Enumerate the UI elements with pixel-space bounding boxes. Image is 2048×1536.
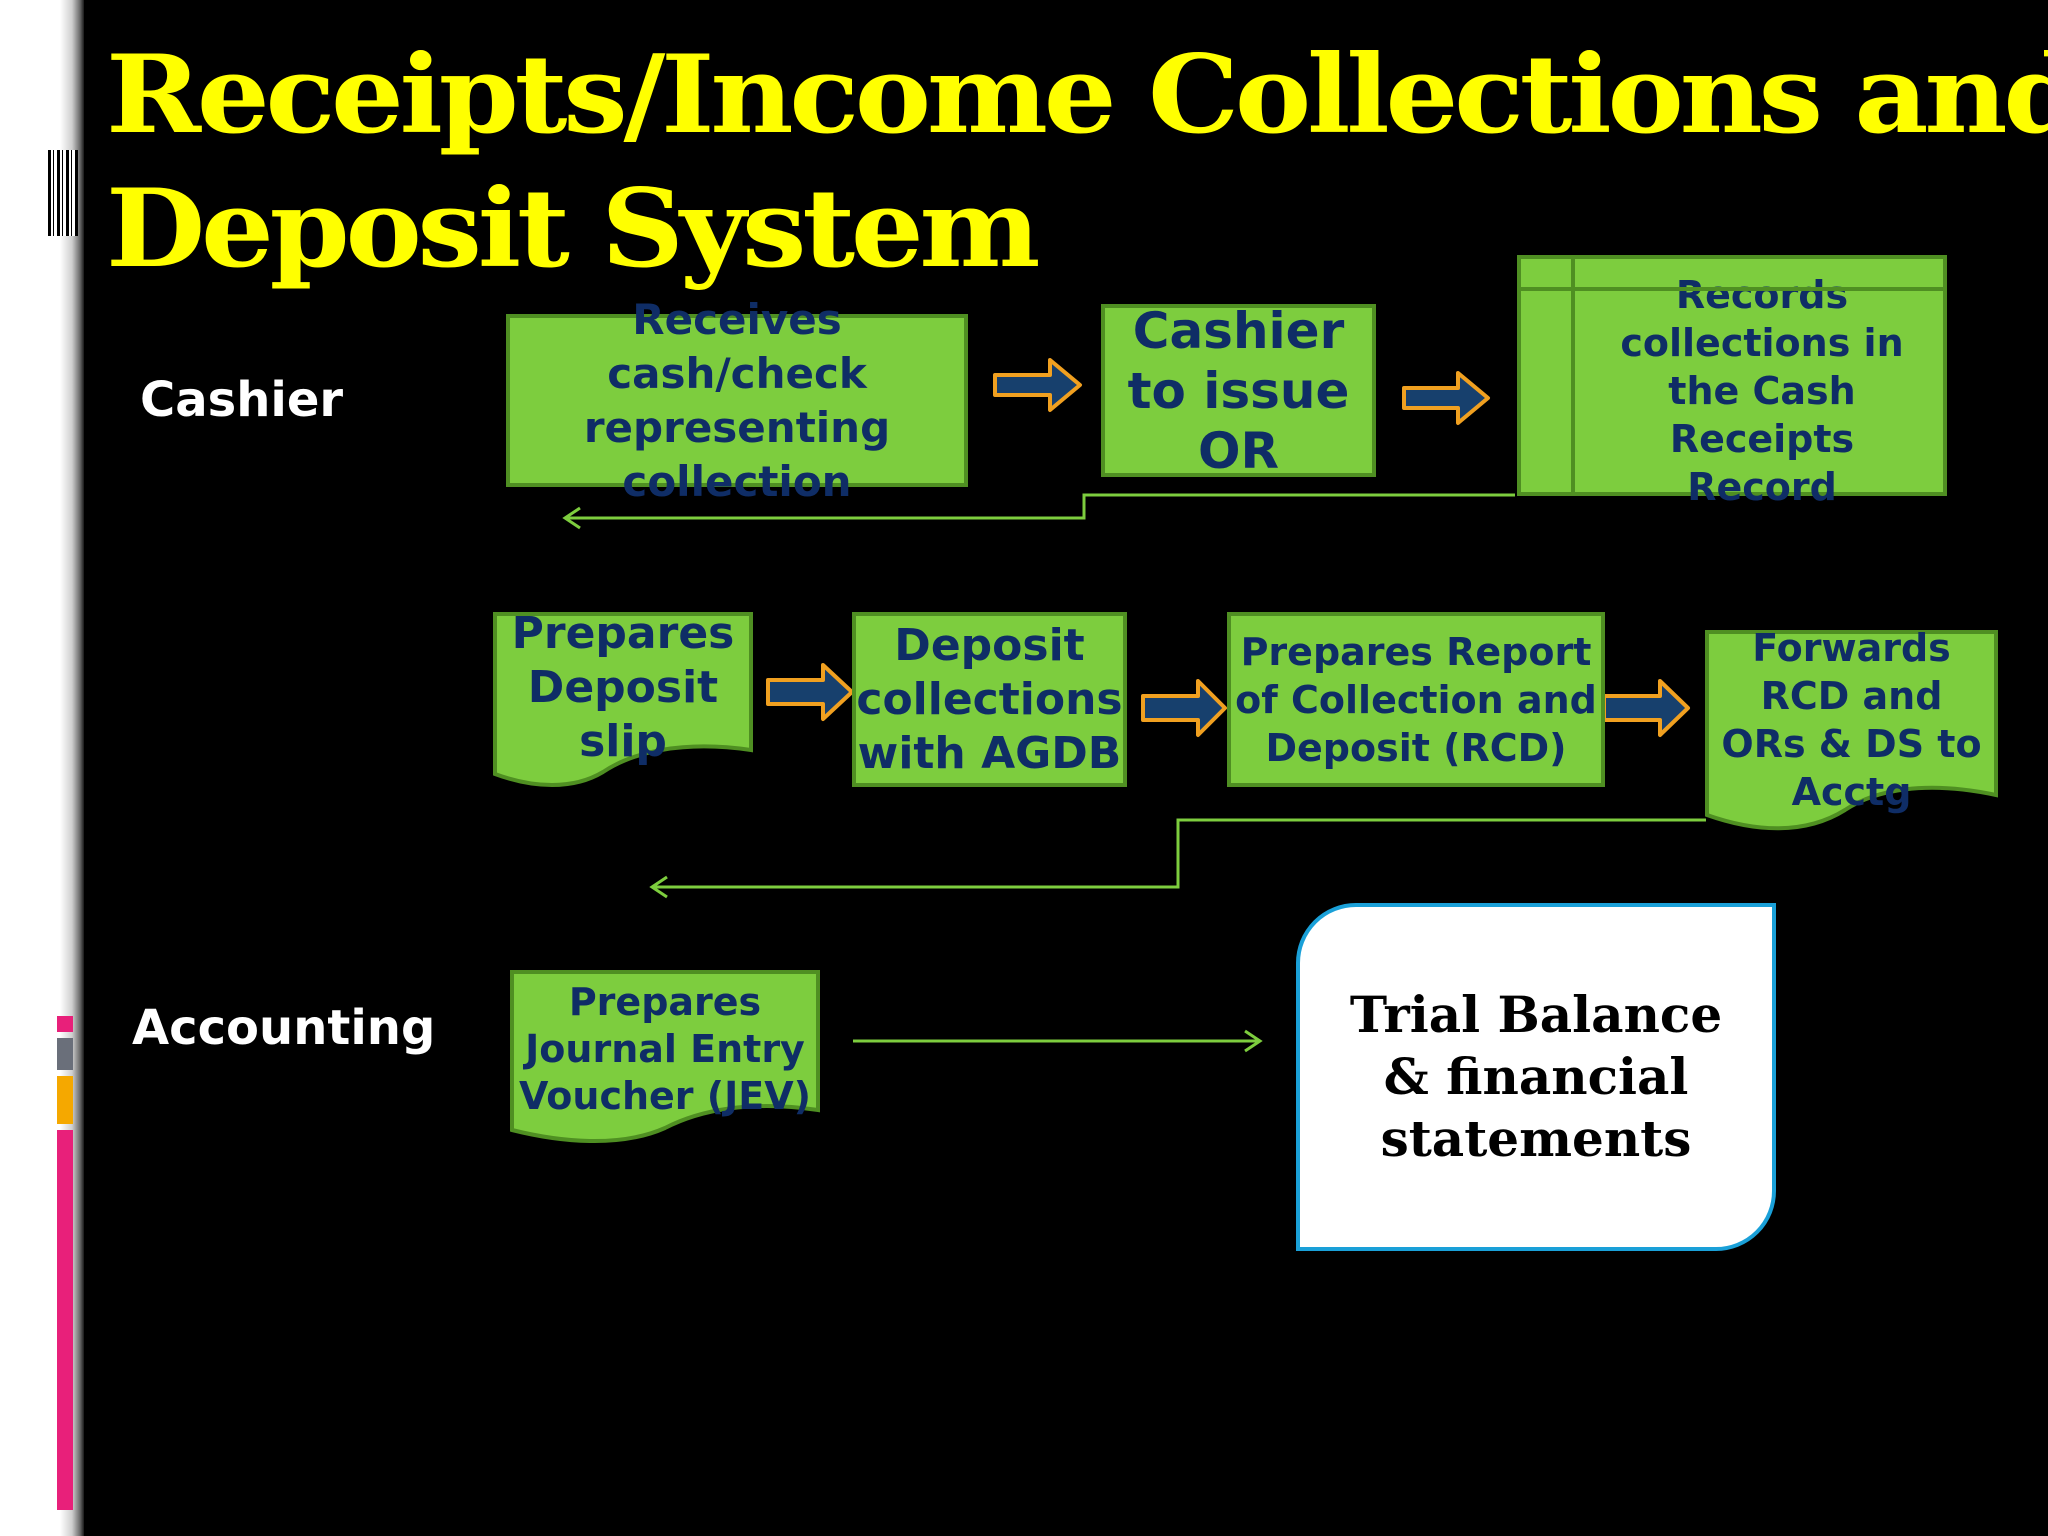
step-rcd-text: Prepares Report of Collection and Deposi…	[1235, 629, 1597, 770]
step-deposit-text: Deposit collections with AGDB	[856, 619, 1123, 779]
return-line-2	[652, 818, 1706, 889]
arrow-1	[993, 358, 1082, 412]
lane-label-accounting: Accounting	[132, 1000, 436, 1056]
step-forwards-doc: Forwards RCD and ORs & DS to Acctg	[1705, 626, 1998, 835]
step-deposit-box: Deposit collections with AGDB	[852, 612, 1127, 787]
arrow-4	[1141, 679, 1227, 737]
final-output-box: Trial Balance & financial statements	[1296, 903, 1776, 1251]
return-arrowhead-1	[562, 506, 581, 530]
arrow-3	[766, 663, 854, 721]
ledger-header-rule	[1521, 287, 1943, 291]
return-arrowhead-2	[649, 875, 668, 899]
step-receives-box: Receives cash/check representing collect…	[506, 295, 968, 506]
final-output-text: Trial Balance & financial statements	[1349, 985, 1723, 1168]
decor-bar-pink-small	[57, 1016, 73, 1032]
step-deposit-slip-text: Prepares Deposit slip	[511, 608, 735, 767]
connector-lines	[562, 493, 1706, 1053]
block-arrows	[766, 358, 1690, 737]
slide-title: Receipts/Income Collections and Deposit …	[106, 32, 2048, 292]
document-shape	[493, 612, 753, 787]
arrow-5	[1602, 679, 1690, 737]
arrow-2	[1402, 371, 1490, 425]
step-receives-text: Receives cash/check representing collect…	[583, 294, 891, 506]
lane-label-cashier: Cashier	[140, 372, 344, 428]
barcode-decoration	[48, 150, 78, 236]
decor-bar-pink	[57, 1130, 73, 1510]
document-shape	[1705, 630, 1998, 831]
step-issue-or-text: Cashier to issue OR	[1127, 301, 1350, 480]
step-jev-text: Prepares Journal Entry Voucher (JEV)	[518, 979, 812, 1118]
step-rcd-box: Prepares Report of Collection and Deposi…	[1227, 612, 1605, 787]
step-deposit-slip-doc: Prepares Deposit slip	[493, 608, 753, 788]
return-line-1	[565, 493, 1515, 520]
decor-bar-orange	[57, 1076, 73, 1124]
step-forwards-text: Forwards RCD and ORs & DS to Acctg	[1721, 626, 1982, 814]
step-records-text: Records collections in the Cash Receipts…	[1620, 272, 1904, 509]
decor-bar-gray	[57, 1038, 73, 1070]
left-decoration-strip	[0, 0, 84, 1536]
ledger-column-rule	[1571, 259, 1575, 492]
document-shape	[510, 970, 820, 1144]
step-jev-doc: Prepares Journal Entry Voucher (JEV)	[510, 970, 820, 1144]
step-issue-or-box: Cashier to issue OR	[1101, 302, 1376, 480]
jev-to-final-arrowhead	[1244, 1029, 1263, 1053]
step-records-box: Records collections in the Cash Receipts…	[1517, 255, 1947, 509]
